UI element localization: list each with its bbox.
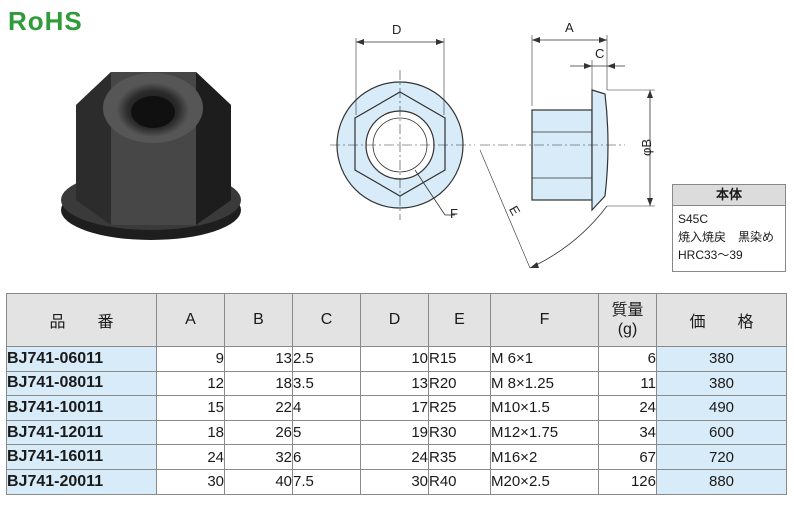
cell-b: 18 (224, 370, 293, 397)
cell-c: 3.5 (292, 370, 361, 397)
cell-mass: 67 (598, 444, 657, 470)
rohs-logo: RoHS (8, 6, 83, 36)
spec-treatment: 焼入焼戻 黒染め (678, 230, 775, 244)
header-c: C (292, 293, 361, 347)
cell-b: 13 (224, 346, 293, 372)
cell-a: 15 (156, 395, 225, 421)
cell-part-no: BJ741-12011 (6, 419, 157, 446)
cell-c: 2.5 (292, 346, 361, 372)
cell-d: 30 (360, 468, 429, 495)
header-a: A (156, 293, 225, 347)
cell-e: R30 (428, 419, 491, 446)
cell-b: 40 (224, 468, 293, 495)
cell-e: R20 (428, 370, 491, 397)
cell-price: 380 (656, 370, 787, 397)
cell-d: 13 (360, 370, 429, 397)
dim-label-b: φB (639, 139, 654, 156)
cell-mass: 126 (598, 468, 657, 495)
flange-nut-photo (61, 72, 241, 240)
header-mass: 質量 (g) (598, 293, 657, 347)
cell-c: 5 (292, 419, 361, 446)
spec-hardness: HRC33～39 (678, 248, 743, 262)
cell-b: 26 (224, 419, 293, 446)
cell-e: R25 (428, 395, 491, 421)
cell-price: 600 (656, 419, 787, 446)
cell-price: 720 (656, 444, 787, 470)
dim-label-d: D (392, 22, 401, 37)
header-f: F (490, 293, 599, 347)
side-view: A C φB E (479, 20, 655, 269)
cell-e: R35 (428, 444, 491, 470)
dim-label-e: E (506, 203, 523, 218)
cell-mass: 6 (598, 346, 657, 372)
cell-mass: 24 (598, 395, 657, 421)
cell-part-no: BJ741-08011 (6, 370, 157, 397)
cell-part-no: BJ741-20011 (6, 468, 157, 495)
material-spec-box: 本体 S45C 焼入焼戻 黒染め HRC33～39 (672, 184, 786, 272)
cell-f: M16×2 (490, 444, 599, 470)
cell-mass: 11 (598, 370, 657, 397)
front-view: D F (330, 22, 475, 221)
cell-a: 24 (156, 444, 225, 470)
cell-a: 9 (156, 346, 225, 372)
dim-label-c: C (595, 46, 604, 61)
cell-d: 17 (360, 395, 429, 421)
cell-price: 880 (656, 468, 787, 495)
cell-f: M10×1.5 (490, 395, 599, 421)
dim-label-f: F (450, 206, 458, 221)
cell-part-no: BJ741-06011 (6, 346, 157, 372)
cell-c: 4 (292, 395, 361, 421)
cell-f: M 6×1 (490, 346, 599, 372)
cell-a: 18 (156, 419, 225, 446)
cell-d: 19 (360, 419, 429, 446)
cell-e: R40 (428, 468, 491, 495)
cell-f: M20×2.5 (490, 468, 599, 495)
cell-b: 22 (224, 395, 293, 421)
spec-title: 本体 (673, 185, 785, 206)
header-e: E (428, 293, 491, 347)
cell-c: 6 (292, 444, 361, 470)
cell-price: 380 (656, 346, 787, 372)
header-price: 価 格 (656, 293, 787, 347)
technical-drawing: D F A C φB E (330, 20, 655, 269)
header-d: D (360, 293, 429, 347)
cell-f: M 8×1.25 (490, 370, 599, 397)
dim-label-a: A (565, 20, 574, 35)
cell-mass: 34 (598, 419, 657, 446)
cell-a: 30 (156, 468, 225, 495)
header-b: B (224, 293, 293, 347)
cell-part-no: BJ741-16011 (6, 444, 157, 470)
cell-c: 7.5 (292, 468, 361, 495)
cell-d: 10 (360, 346, 429, 372)
cell-b: 32 (224, 444, 293, 470)
cell-part-no: BJ741-10011 (6, 395, 157, 421)
cell-a: 12 (156, 370, 225, 397)
header-part-no: 品 番 (6, 293, 157, 347)
spec-material: S45C (678, 212, 709, 226)
table-header-row: 品 番 A B C D E F 質量 (g) 価 格 (6, 293, 787, 347)
cell-price: 490 (656, 395, 787, 421)
cell-f: M12×1.75 (490, 419, 599, 446)
cell-d: 24 (360, 444, 429, 470)
cell-e: R15 (428, 346, 491, 372)
